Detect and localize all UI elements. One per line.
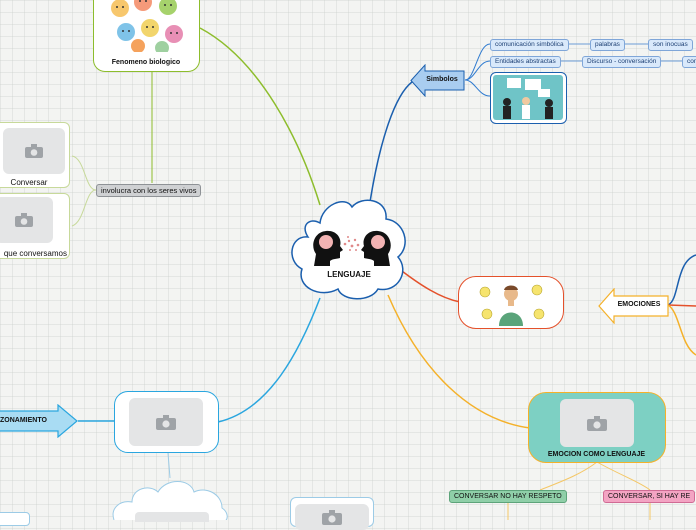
razonamiento-node[interactable]: ZONAMIENTO [0,404,78,438]
image-placeholder [135,512,209,522]
camera-icon [15,213,33,227]
bio-node[interactable]: Fenomeno biologico [93,0,200,72]
sim-row2-b[interactable]: Discurso - conversación [582,56,662,68]
link-conversamos [71,189,97,227]
sim-row1-a[interactable]: comunicación simbólica [490,39,569,51]
emocion-lenguaje-node[interactable]: EMOCION COMO LENGUAJE [528,392,666,463]
arrow-shape [598,288,669,324]
emociones-title: EMOCIONES [617,301,661,308]
bottom-image-node[interactable] [290,497,374,530]
link-sim-row2 [464,60,491,81]
si-respeto-node[interactable]: CONVERSAR, SI HAY RE [603,490,696,503]
camera-icon [156,414,176,430]
link-sim-img [464,79,491,97]
bottom-cloud-node[interactable] [110,478,230,522]
left-partial-node[interactable] [0,512,30,526]
emotion-image-node[interactable] [458,276,564,329]
link-simbolos [369,81,413,203]
image-placeholder [3,128,65,174]
image-placeholder [0,197,53,243]
link-emocion-lenguaje [387,294,531,429]
camera-icon [322,510,342,525]
sim-row1-c[interactable]: son inocuas [648,39,693,51]
razonamiento-title: ZONAMIENTO [0,417,47,424]
emocion-lenguaje-title: EMOCION COMO LENGUAJE [547,451,646,458]
conversation-illustration [493,75,563,120]
sim-row2-a[interactable]: Entidades abstractas [490,56,561,68]
camera-icon [587,415,607,431]
link-no-respeto [539,461,598,491]
central-title: LENGUAJE [327,270,371,279]
involucra-node[interactable]: involucra con los seres vivos [96,184,202,197]
cloud-shape [112,481,228,520]
cyan-image-node[interactable] [114,391,219,453]
link-cloud-below [167,452,171,479]
link-biologico [199,27,321,206]
conversamos-node[interactable]: que conversamos [0,193,70,259]
link-emo-3 [667,304,696,356]
simbolos-title: Simbolos [426,76,458,83]
sim-row1-b[interactable]: palabras [590,39,625,51]
no-respeto-node[interactable]: CONVERSAR NO HAY RESPETO [449,490,567,503]
two-heads-icon [313,230,391,266]
conversar-node[interactable]: Conversar [0,122,70,188]
sim-row2-c[interactable]: con [682,56,696,68]
central-node[interactable]: LENGUAJE [290,195,408,300]
link-emo-2 [667,304,696,307]
image-placeholder [295,504,369,530]
link-emotion-image [397,267,461,303]
link-razonamiento [217,297,321,423]
camera-icon [25,144,43,158]
arrow-shape [410,64,465,97]
link-si-respeto [596,461,651,491]
children-faces-icon [108,0,188,52]
emociones-node[interactable]: EMOCIONES [598,288,670,324]
conversamos-label: que conversamos [3,249,67,258]
cloud-shape [291,199,406,300]
link-conversar [71,155,97,191]
sim-image-node[interactable] [490,72,567,124]
bio-title: Fenomeno biologico [111,59,181,66]
link-emo-1 [667,254,696,306]
image-placeholder [560,399,634,447]
arrow-shape [0,404,78,438]
conversar-label: Conversar [10,178,48,187]
link-sim-row1 [464,43,491,81]
simbolos-node[interactable]: Simbolos [410,64,466,97]
image-placeholder [129,398,203,446]
thinking-person-illustration [479,284,545,326]
